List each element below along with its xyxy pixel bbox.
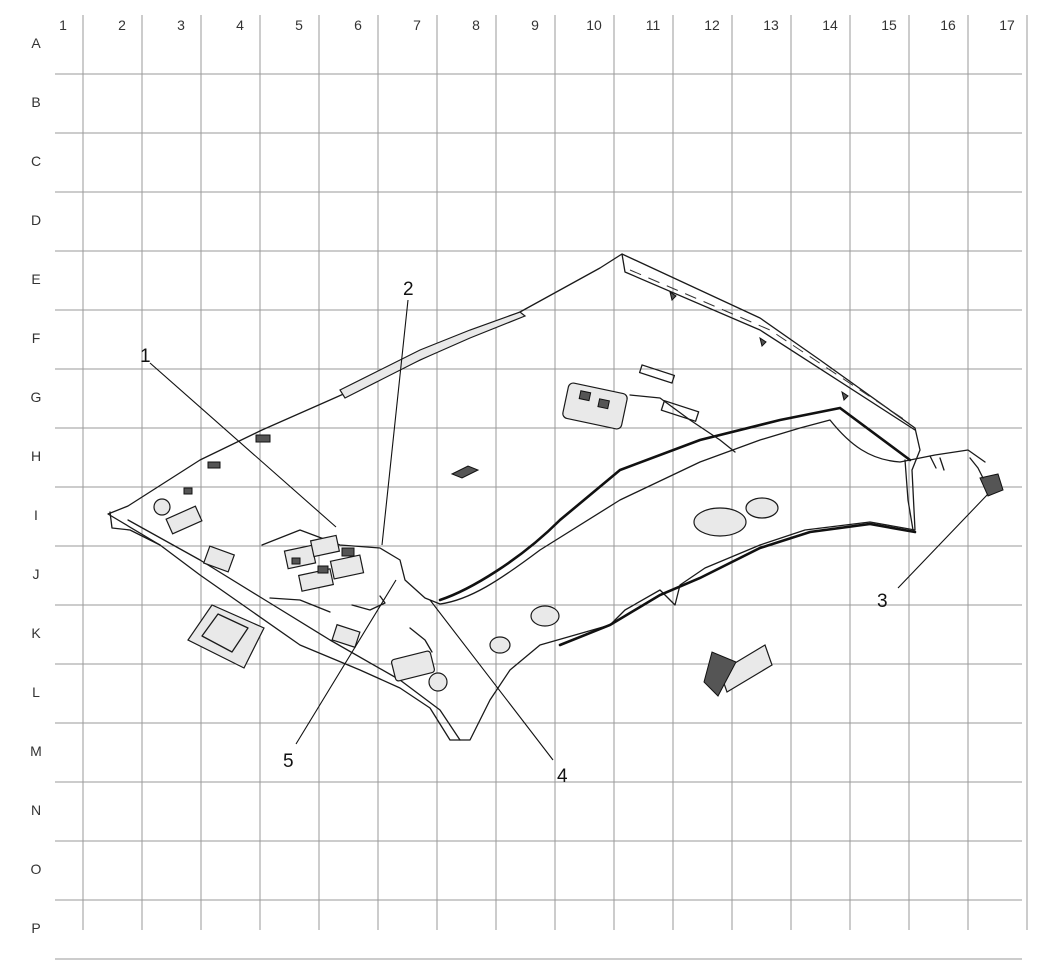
- callout-leaders: [149, 299, 989, 761]
- front-console-button: [597, 398, 610, 410]
- column-label: 13: [763, 17, 779, 33]
- row-label: I: [34, 507, 38, 523]
- front-console-slot: [638, 364, 676, 384]
- callout-leader-1: [149, 362, 337, 528]
- front-connector-cluster: [283, 534, 365, 592]
- headliner-outline: [107, 253, 921, 741]
- roof-trim-strip: [339, 311, 527, 399]
- headliner-lower-edge: [558, 522, 917, 647]
- column-label: 6: [354, 17, 362, 33]
- column-label: 8: [472, 17, 480, 33]
- row-label: O: [31, 861, 42, 877]
- grab-handle-rear-mid: [530, 605, 560, 627]
- headliner-rear-edge: [438, 406, 912, 602]
- fastener: [759, 336, 767, 347]
- row-label: B: [31, 94, 40, 110]
- callout-3: 3: [877, 591, 888, 612]
- side-clip: [207, 461, 221, 469]
- callout-labels: 1 2 3 4 5: [140, 279, 888, 787]
- callout-2: 2: [403, 279, 414, 300]
- callout-leader-4: [429, 599, 554, 761]
- headliner-side-trim: [127, 519, 461, 741]
- column-label: 16: [940, 17, 956, 33]
- side-clip: [255, 434, 271, 443]
- callout-1: 1: [140, 346, 151, 367]
- side-clip: [183, 487, 193, 495]
- sun-visor-clip: [165, 505, 203, 535]
- center-vent: [450, 465, 480, 479]
- reference-grid: [55, 15, 1028, 960]
- row-label: E: [31, 271, 40, 287]
- direction-arrow: [703, 644, 773, 697]
- front-console-slot: [660, 400, 700, 422]
- column-label: 2: [118, 17, 126, 33]
- front-console: [562, 382, 628, 430]
- fastener: [841, 390, 849, 401]
- row-label: K: [31, 625, 41, 641]
- column-label: 12: [704, 17, 720, 33]
- column-label: 14: [822, 17, 838, 33]
- row-label: M: [30, 743, 42, 759]
- rear-dome-light: [390, 650, 436, 682]
- clip-round: [153, 498, 171, 516]
- row-label: D: [31, 212, 41, 228]
- column-label: 3: [177, 17, 185, 33]
- front-console-button: [578, 390, 592, 402]
- wiring-harness-branch: [269, 597, 331, 613]
- column-label: 7: [413, 17, 421, 33]
- wiring-harness-branch: [629, 394, 736, 453]
- grab-handle-rear-left: [489, 636, 511, 654]
- headliner-top-edge: [621, 253, 916, 431]
- row-label: C: [31, 153, 41, 169]
- callout-5: 5: [283, 751, 294, 772]
- callout-leader-5: [295, 579, 397, 745]
- row-label: A: [31, 35, 41, 51]
- headliner-panel: [107, 253, 1004, 741]
- direction-arrow-head: [703, 651, 737, 697]
- grab-handle-right-rear: [693, 507, 747, 537]
- row-label: L: [32, 684, 40, 700]
- column-label: 10: [586, 17, 602, 33]
- fastener: [669, 290, 677, 301]
- wiring-harness-branch: [351, 595, 386, 611]
- clip-round: [428, 672, 448, 692]
- wiring-harness-branch: [409, 627, 433, 653]
- column-label: 11: [646, 17, 661, 33]
- column-label: 15: [881, 17, 897, 33]
- row-label: P: [31, 920, 40, 936]
- rear-connector: [929, 455, 1004, 497]
- row-labels: A B C D E F G H I J K L M N O P: [30, 35, 42, 936]
- callout-leader-3: [897, 493, 989, 589]
- row-label: F: [32, 330, 41, 346]
- headliner-left-edge: [109, 511, 161, 546]
- sun-visor: [187, 604, 265, 669]
- callout-4: 4: [557, 766, 568, 787]
- column-label: 17: [999, 17, 1015, 33]
- sun-visor-mirror: [201, 613, 249, 653]
- wiring-harness-main: [261, 419, 986, 605]
- column-label: 1: [59, 17, 67, 33]
- row-label: J: [33, 566, 40, 582]
- grab-handle-right-front: [745, 497, 779, 519]
- column-label: 5: [295, 17, 303, 33]
- callout-leader-2: [381, 299, 409, 546]
- sun-visor-clip: [331, 623, 361, 649]
- row-label: N: [31, 802, 41, 818]
- row-label: H: [31, 448, 41, 464]
- column-label: 9: [531, 17, 539, 33]
- row-label: G: [31, 389, 42, 405]
- sun-visor-clip: [202, 545, 236, 573]
- direction-arrow-shaft: [719, 644, 773, 693]
- wiring-harness-branch: [904, 459, 914, 531]
- column-label: 4: [236, 17, 244, 33]
- headliner-front-seam: [629, 269, 906, 421]
